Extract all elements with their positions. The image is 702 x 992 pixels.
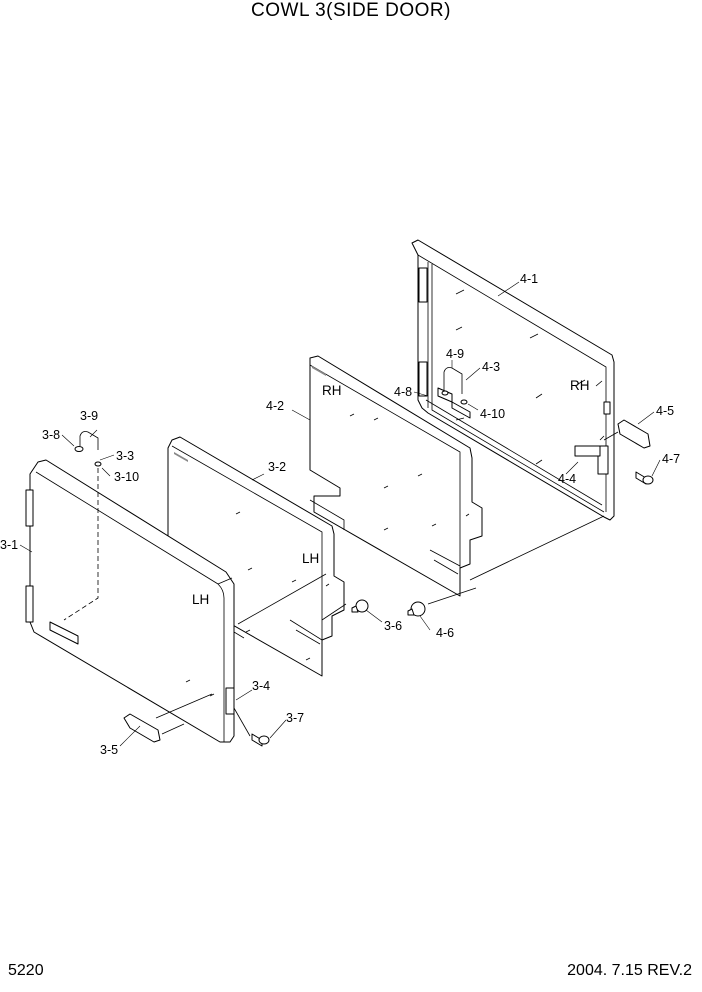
callout-3-8: 3-8 bbox=[42, 428, 60, 442]
callout-3-4: 3-4 bbox=[252, 679, 270, 693]
lh-door-label: LH bbox=[192, 592, 209, 607]
callout-3-2: 3-2 bbox=[268, 460, 286, 474]
callout-4-4: 4-4 bbox=[558, 472, 576, 486]
callout-3-7: 3-7 bbox=[286, 711, 304, 725]
rh-door-label: RH bbox=[570, 378, 590, 393]
bolt-3-7 bbox=[251, 733, 270, 747]
rh-door-frame bbox=[411, 239, 615, 521]
bolt-4-7 bbox=[635, 471, 654, 485]
lh-door bbox=[25, 459, 235, 743]
callout-4-5: 4-5 bbox=[656, 404, 674, 418]
lh-panel-label: LH bbox=[302, 551, 319, 566]
callout-3-3: 3-3 bbox=[116, 449, 134, 463]
door-handle-4-5 bbox=[617, 419, 651, 449]
latch-rod-3-9 bbox=[74, 431, 102, 467]
door-handle-3-5 bbox=[123, 713, 161, 743]
callout-4-3: 4-3 bbox=[482, 360, 500, 374]
callout-4-1: 4-1 bbox=[520, 272, 538, 286]
callout-4-8: 4-8 bbox=[394, 385, 412, 399]
callout-4-10: 4-10 bbox=[480, 407, 505, 421]
rubber-stop-3-6 bbox=[351, 599, 369, 613]
callout-3-6: 3-6 bbox=[384, 619, 402, 633]
leader-lines bbox=[19, 281, 661, 747]
diagram-title: COWL 3(SIDE DOOR) bbox=[251, 0, 451, 21]
rh-panel-label: RH bbox=[322, 383, 342, 398]
revision-date: 2004. 7.15 REV.2 bbox=[567, 962, 692, 979]
page-number: 5220 bbox=[8, 962, 44, 979]
callout-4-7: 4-7 bbox=[662, 452, 680, 466]
assembly-lines bbox=[63, 431, 619, 737]
rh-inner-panel bbox=[309, 355, 483, 597]
callout-4-2: 4-2 bbox=[266, 399, 284, 413]
callout-3-1: 3-1 bbox=[0, 538, 18, 552]
callout-3-9: 3-9 bbox=[80, 409, 98, 423]
rubber-stop-4-6 bbox=[407, 601, 426, 617]
callout-3-5: 3-5 bbox=[100, 743, 118, 757]
callout-4-9: 4-9 bbox=[446, 347, 464, 361]
callout-4-6: 4-6 bbox=[436, 626, 454, 640]
callout-3-10: 3-10 bbox=[114, 470, 139, 484]
